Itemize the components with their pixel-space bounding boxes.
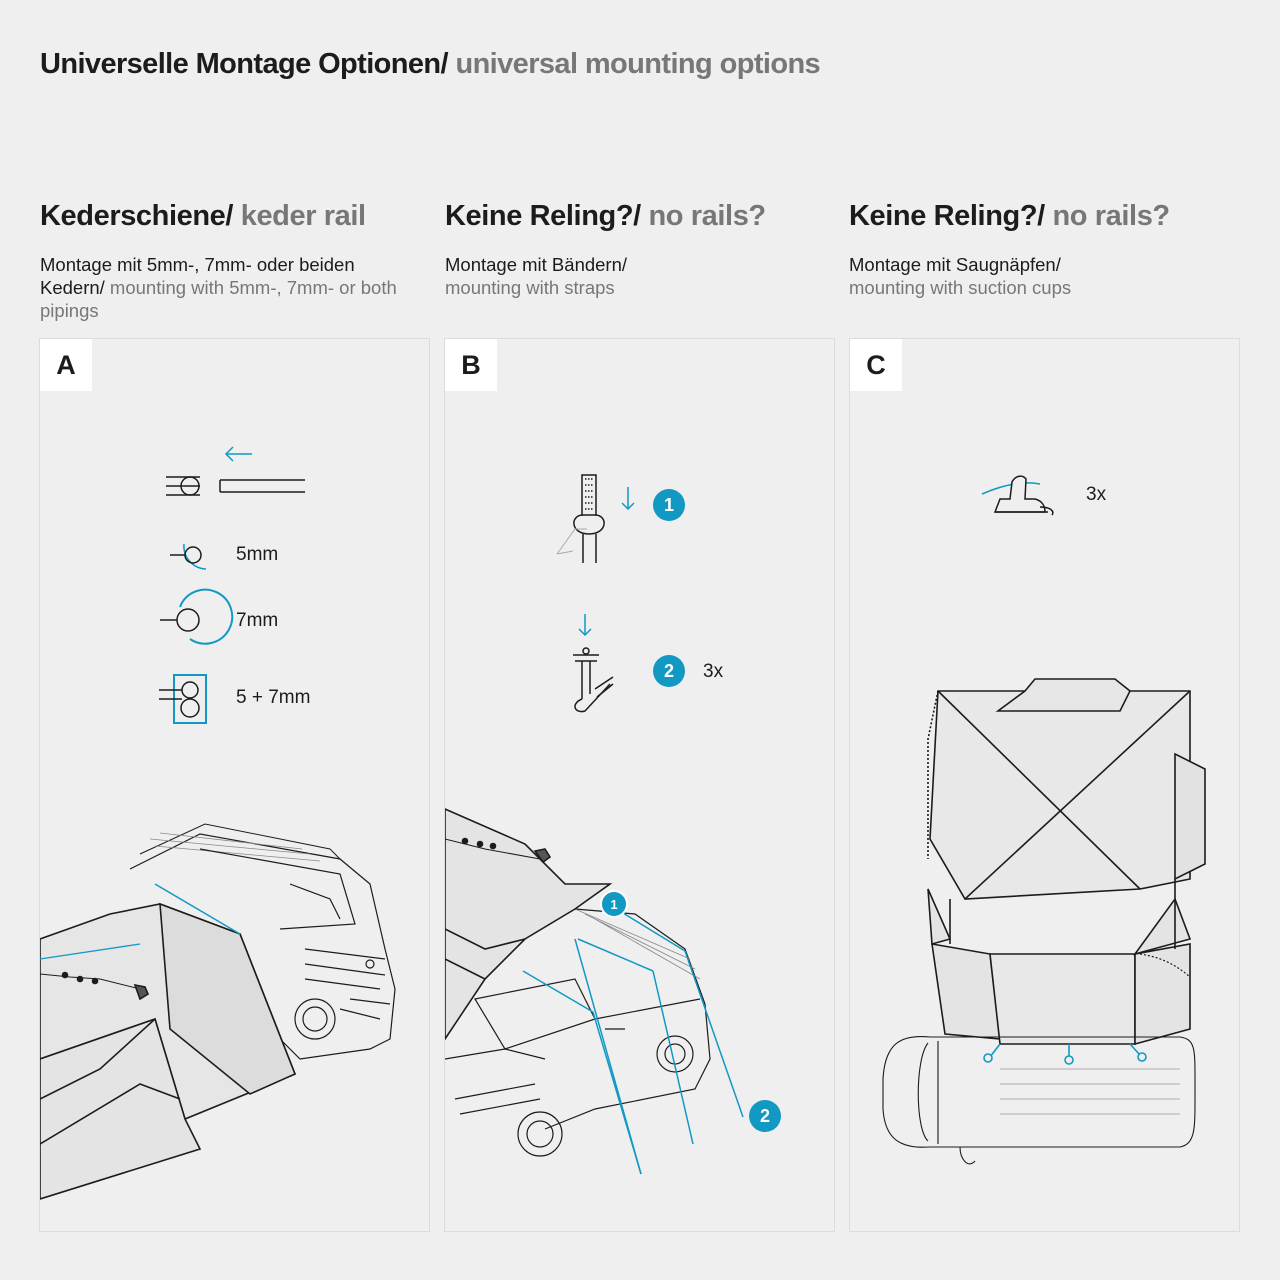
desc-en: mounting with suction cups: [849, 277, 1072, 298]
step-badge-1: 1: [653, 489, 685, 521]
panel-keder-rail: A: [39, 338, 430, 1232]
down-arrow-icon: [578, 614, 592, 637]
desc-en: mounting with 5mm-, 7mm- or both pipings: [40, 277, 397, 321]
desc-de: Montage mit Bändern/: [445, 254, 628, 275]
keder-option-label: 5mm: [236, 544, 279, 565]
panel-letter: C: [850, 339, 902, 391]
panel-straps: B: [444, 338, 835, 1232]
suction-cup-markers: [983, 1043, 1147, 1065]
keder-rail-icon: [166, 476, 305, 496]
keder-7mm-icon: [160, 588, 234, 645]
page-title: Universelle Montage Optionen/ universal …: [40, 48, 821, 81]
column-description: Montage mit Bändern/mounting with straps: [445, 253, 815, 299]
panel-letter: A: [40, 339, 92, 391]
keder-option-label: 5 + 7mm: [236, 687, 311, 708]
column-heading: Keine Reling?/ no rails?: [849, 200, 1241, 233]
tent-illustration: [40, 883, 297, 1200]
tent-topview: [927, 678, 1206, 1046]
heading-en: no rails?: [640, 200, 766, 232]
heading-de: Keine Reling?/: [849, 200, 1045, 232]
panel-suction-cups: C: [849, 338, 1240, 1232]
column-description: Montage mit 5mm-, 7mm- oder beiden Keder…: [40, 253, 410, 322]
suction-cup-illustration: [882, 475, 1206, 1165]
desc-en: mounting with straps: [445, 277, 615, 298]
heading-de: Keine Reling?/: [445, 200, 641, 232]
desc-de: Montage mit Saugnäpfen/: [849, 254, 1061, 275]
straps-illustration: [445, 474, 744, 1175]
suction-cup-quantity: 3x: [1086, 484, 1107, 505]
page-title-en: universal mounting options: [448, 48, 821, 80]
heading-de: Kederschiene/: [40, 200, 234, 232]
strap-lines: [522, 912, 744, 1175]
down-arrow-icon: [621, 487, 635, 511]
column-straps: Keine Reling?/ no rails? Montage mit Bän…: [445, 200, 837, 299]
column-keder-rail: Kederschiene/ keder rail Montage mit 5mm…: [40, 200, 432, 322]
tent-illustration: [445, 808, 613, 1041]
strap-hook-icon: [573, 647, 614, 713]
suction-cup-icon: [981, 475, 1054, 516]
left-arrow-icon: [224, 446, 252, 462]
heading-en: keder rail: [233, 200, 366, 232]
step-badge-2: 2: [653, 655, 685, 687]
column-description: Montage mit Saugnäpfen/mounting with suc…: [849, 253, 1219, 299]
strap-buckle-icon: [556, 474, 605, 563]
desc-de: Montage mit 5mm-, 7mm- oder beiden Keder…: [40, 254, 355, 298]
heading-en: no rails?: [1044, 200, 1170, 232]
keder-5mm-icon: [170, 543, 207, 570]
strap-quantity: 3x: [703, 661, 724, 682]
van-topview: [882, 1035, 1196, 1165]
callout-badge-1: 1: [600, 890, 628, 918]
column-heading: Keine Reling?/ no rails?: [445, 200, 837, 233]
panel-letter: B: [445, 339, 497, 391]
column-suction-cups: Keine Reling?/ no rails? Montage mit Sau…: [849, 200, 1241, 299]
van-illustration: [129, 823, 396, 1060]
page-title-de: Universelle Montage Optionen/: [40, 48, 449, 80]
keder-option-label: 7mm: [236, 610, 279, 631]
column-heading: Kederschiene/ keder rail: [40, 200, 432, 233]
callout-badge-2: 2: [749, 1100, 781, 1132]
keder-combined-icon: [159, 674, 207, 724]
keder-rail-illustration: [40, 446, 396, 1200]
